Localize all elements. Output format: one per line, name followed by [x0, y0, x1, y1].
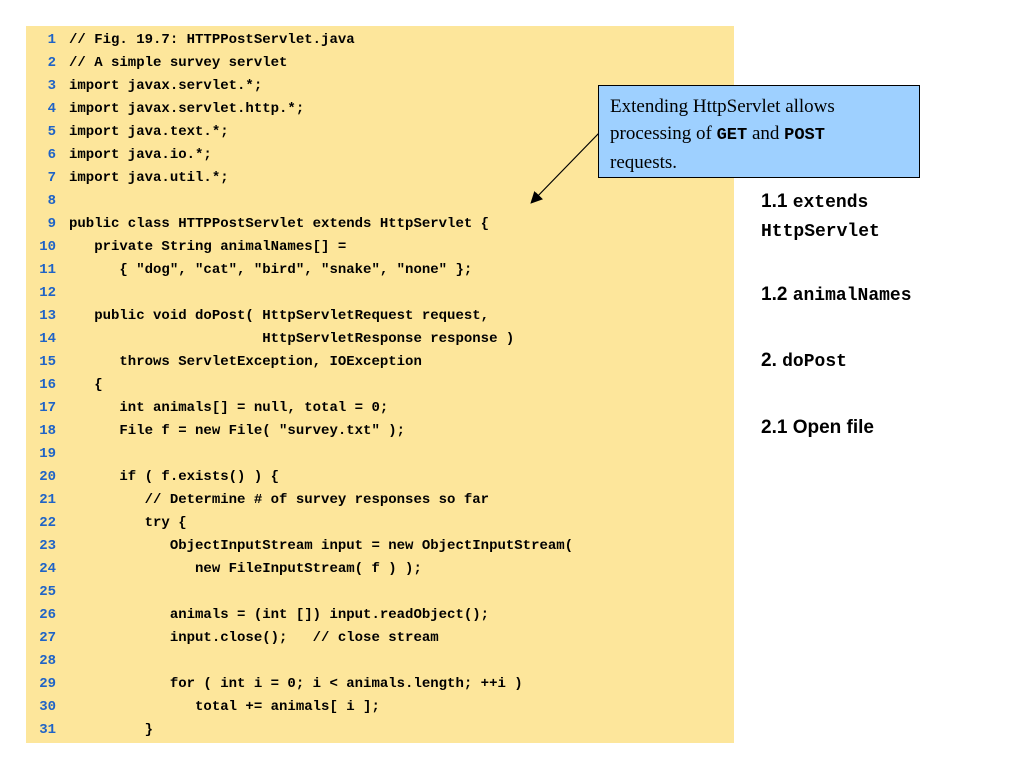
callout-code-post: POST [784, 126, 825, 145]
line-number: 1 [47, 32, 56, 48]
code-text: input.close(); // close stream [69, 630, 439, 646]
line-number: 16 [39, 377, 56, 393]
line-number: 19 [39, 446, 56, 462]
code-text: new FileInputStream( f ) ); [69, 561, 422, 577]
line-number: 22 [39, 515, 56, 531]
code-text: int animals[] = null, total = 0; [69, 400, 389, 416]
line-number: 14 [39, 331, 56, 347]
code-text: if ( f.exists() ) { [69, 469, 280, 485]
callout-text-and: and [747, 123, 785, 144]
line-number: 28 [39, 653, 56, 669]
line-number: 6 [47, 147, 56, 163]
code-text: import java.util.*; [69, 170, 229, 186]
code-text: HttpServletResponse response ) [69, 331, 515, 347]
line-number: 12 [39, 285, 56, 301]
code-text: total += animals[ i ]; [69, 699, 380, 715]
outline-item-2: 2. doPost [761, 347, 847, 376]
line-number: 17 [39, 400, 56, 416]
line-number: 9 [47, 216, 56, 232]
code-text: ObjectInputStream input = new ObjectInpu… [69, 538, 574, 554]
line-number: 30 [39, 699, 56, 715]
line-number: 8 [47, 193, 56, 209]
callout-arrow [530, 131, 601, 204]
line-number: 4 [47, 101, 56, 117]
outline-item-code: extends [792, 193, 869, 213]
code-text: import java.text.*; [69, 124, 229, 140]
callout-text-2: processing of [610, 123, 717, 144]
outline-item-num: 2.1 Open file [761, 417, 874, 438]
code-text: // Determine # of survey responses so fa… [69, 492, 490, 508]
code-text: try { [69, 515, 187, 531]
line-number: 2 [47, 55, 56, 71]
code-text: { "dog", "cat", "bird", "snake", "none" … [69, 262, 473, 278]
outline-item-num: 2. [761, 350, 783, 371]
outline-item-1-1: 1.1 extends HttpServlet [761, 188, 880, 246]
outline-item-num: 1.1 [761, 191, 793, 212]
line-number: 26 [39, 607, 56, 623]
code-text: import javax.servlet.http.*; [69, 101, 305, 117]
code-text: import javax.servlet.*; [69, 78, 263, 94]
code-text: animals = (int []) input.readObject(); [69, 607, 490, 623]
callout-box: Extending HttpServlet allows processing … [598, 85, 920, 178]
code-text: { [69, 377, 103, 393]
line-number: 11 [39, 262, 56, 278]
outline-item-num: 1.2 [761, 284, 793, 305]
line-number: 21 [39, 492, 56, 508]
code-text: } [69, 722, 154, 738]
code-text: // A simple survey servlet [69, 55, 288, 71]
code-text: public void doPost( HttpServletRequest r… [69, 308, 490, 324]
line-number: 29 [39, 676, 56, 692]
line-number: 5 [47, 124, 56, 140]
line-number: 18 [39, 423, 56, 439]
line-number: 20 [39, 469, 56, 485]
code-text: // Fig. 19.7: HTTPPostServlet.java [69, 32, 355, 48]
code-text: for ( int i = 0; i < animals.length; ++i… [69, 676, 523, 692]
line-number: 3 [47, 78, 56, 94]
code-text: import java.io.*; [69, 147, 212, 163]
line-number: 24 [39, 561, 56, 577]
callout-text-1: Extending HttpServlet allows [610, 96, 835, 117]
callout-text-3: requests. [610, 152, 678, 173]
callout-code-get: GET [716, 126, 748, 145]
code-text: throws ServletException, IOException [69, 354, 422, 370]
outline-item-1-2: 1.2 animalNames [761, 281, 912, 310]
line-number: 25 [39, 584, 56, 600]
line-number: 15 [39, 354, 56, 370]
outline-item-code-2: HttpServlet [761, 222, 880, 242]
outline-item-code: doPost [782, 352, 847, 372]
line-number: 31 [39, 722, 56, 738]
code-text: File f = new File( "survey.txt" ); [69, 423, 406, 439]
line-number: 10 [39, 239, 56, 255]
line-number: 23 [39, 538, 56, 554]
outline-item-code: animalNames [792, 286, 912, 306]
outline-item-2-1: 2.1 Open file [761, 414, 874, 441]
code-text: private String animalNames[] = [69, 239, 347, 255]
line-number: 27 [39, 630, 56, 646]
code-text: public class HTTPPostServlet extends Htt… [69, 216, 490, 232]
line-number: 7 [47, 170, 56, 186]
line-number: 13 [39, 308, 56, 324]
